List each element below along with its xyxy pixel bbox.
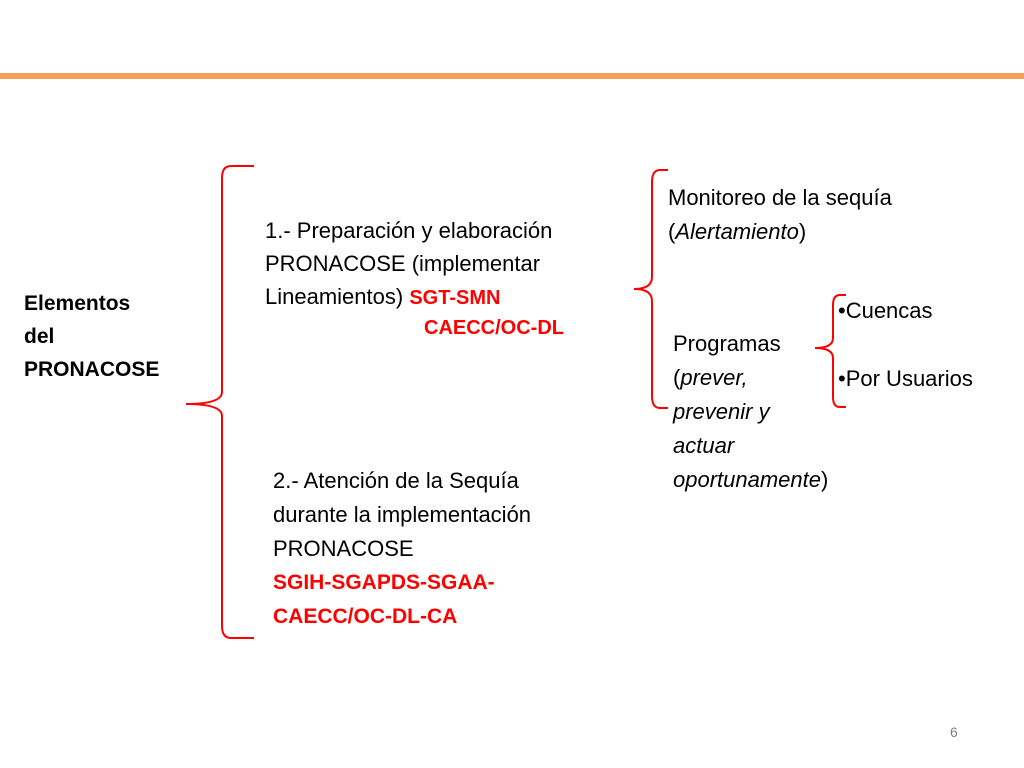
item1-red-line2: CAECC/OC-DL: [424, 317, 564, 339]
main-brace: [185, 165, 254, 639]
page-number: 6: [950, 724, 958, 740]
item1-brace: [633, 169, 668, 409]
sub-item-cuencas: •Cuencas: [838, 298, 933, 323]
item1-block: 1.- Preparación y elaboración PRONACOSE …: [265, 218, 553, 309]
item2-block: 2.- Atención de la Sequía durante la imp…: [273, 468, 532, 628]
header-rule: [0, 73, 1024, 79]
sub-item-usuarios: •Por Usuarios: [838, 366, 973, 391]
monitoreo-block: Monitoreo de la sequía (Alertamiento): [668, 185, 892, 244]
programas-block: Programas (prever, prevenir y actuar opo…: [673, 331, 829, 492]
root-label: Elementos del PRONACOSE: [24, 292, 160, 381]
